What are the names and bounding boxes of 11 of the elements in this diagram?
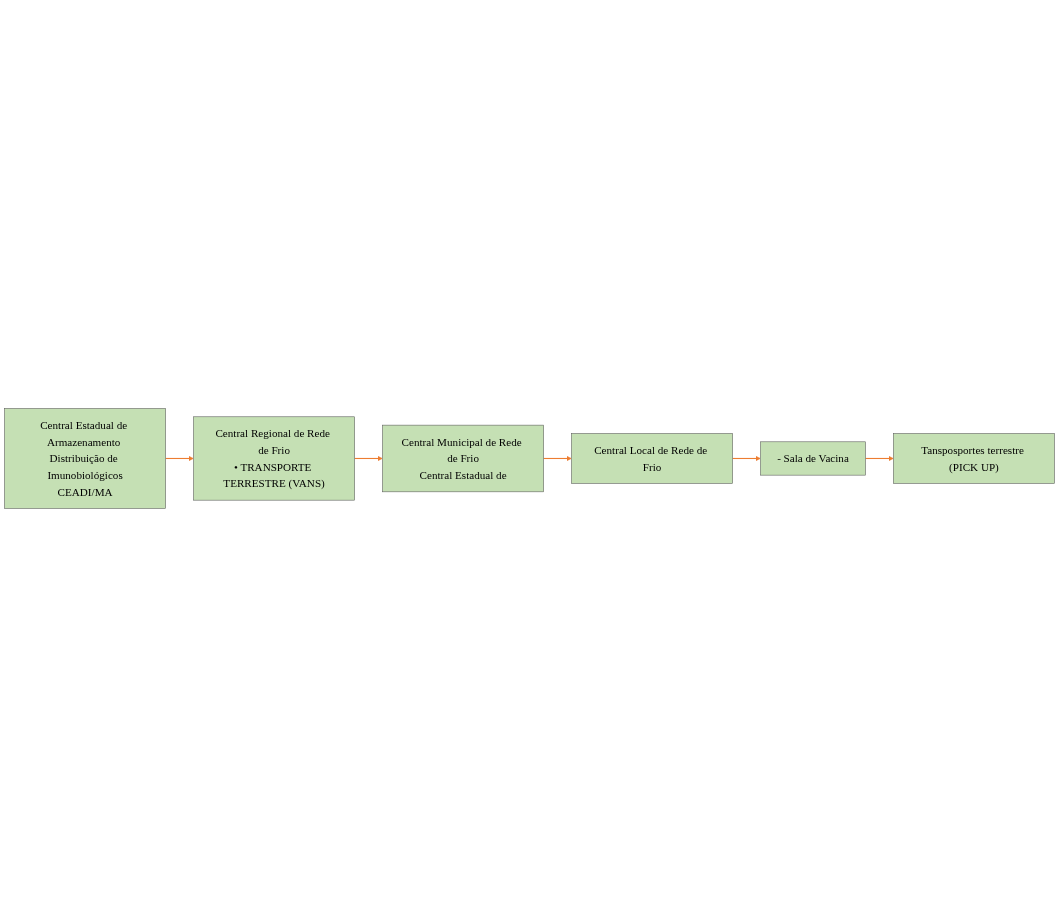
node-box: Central Regional de Rede de Frio • TRANSPORTE TERRESTRE (VANS): [193, 416, 355, 500]
node-box: - Sala de Vacina: [760, 441, 866, 475]
arrow: [354, 455, 383, 461]
arrow: [732, 455, 761, 461]
arrow: [543, 455, 572, 461]
node-box: Central Estadual de Armazenamento Distribuição de Imunobiológicos CEADI/MA: [4, 407, 166, 509]
node-box: Central Municipal de Rede de Frio Central Estadual de: [382, 424, 544, 492]
node-box: Tansposportes terrestre (PICK UP): [893, 432, 1055, 484]
arrow: [165, 455, 194, 461]
arrow: [865, 455, 894, 461]
node-box: Central Local de Rede de Frio: [571, 432, 733, 484]
